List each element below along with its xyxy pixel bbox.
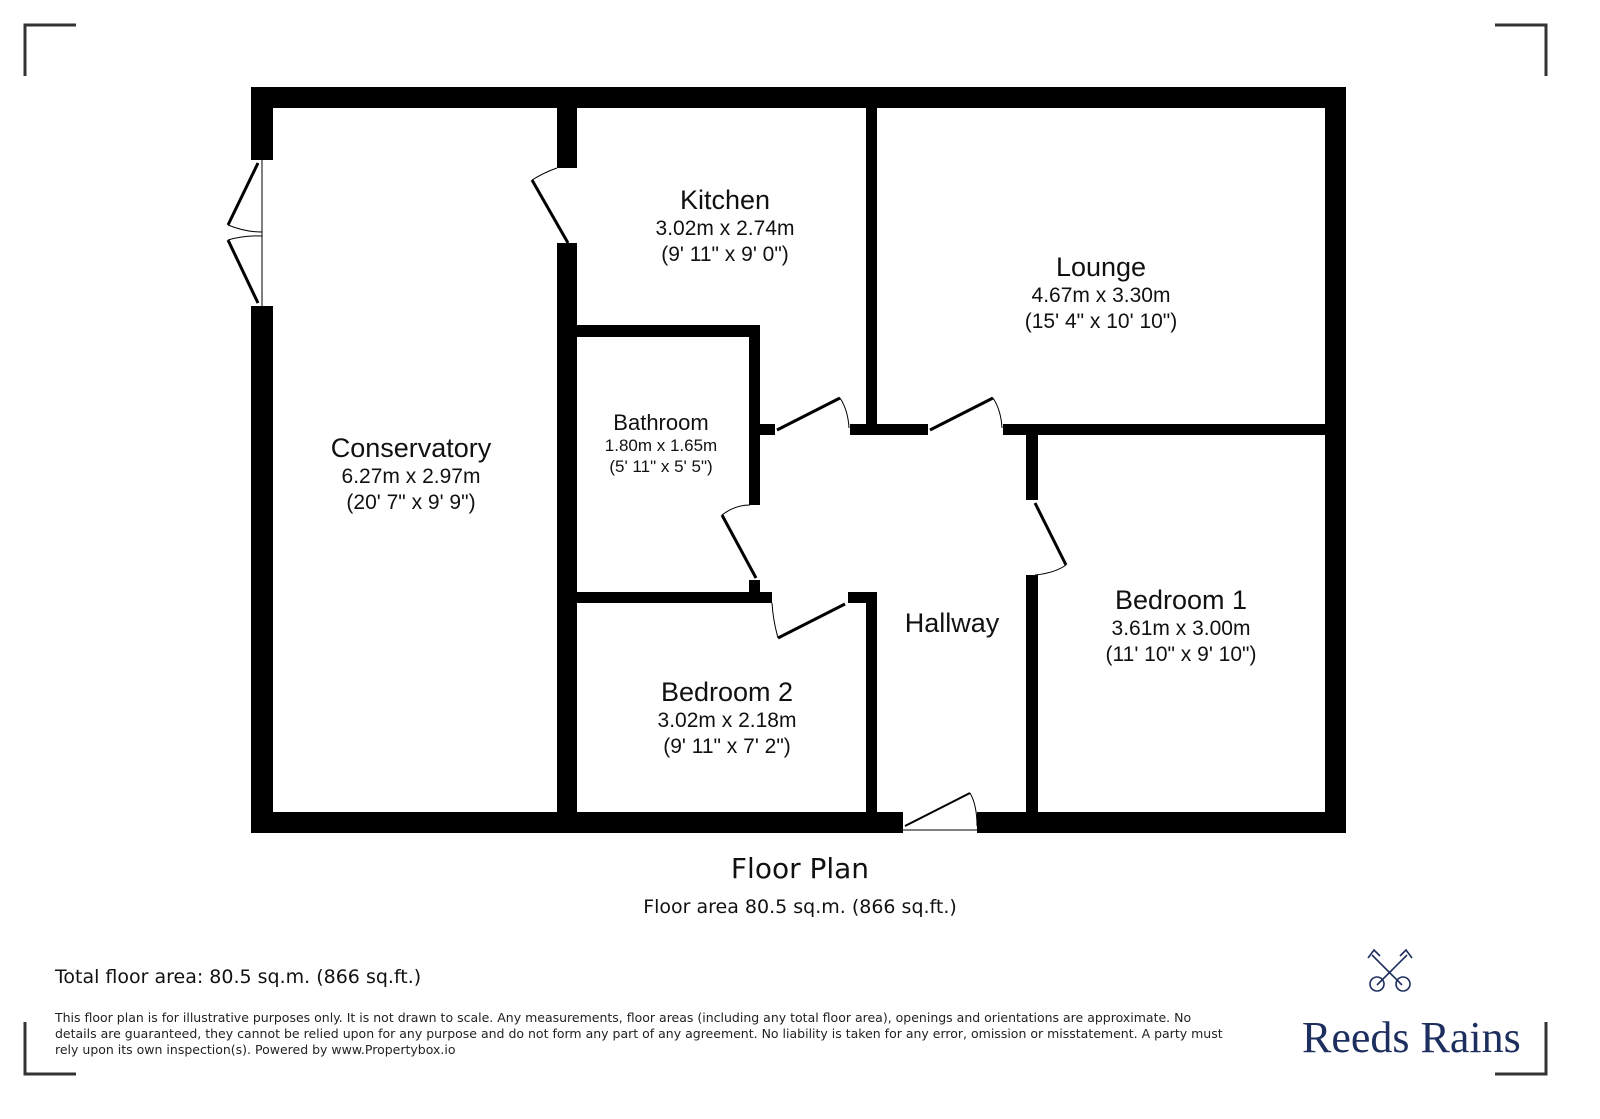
room-kitchen: Kitchen 3.02m x 2.74m (9' 11" x 9' 0") [656, 184, 795, 267]
room-metric: 6.27m x 2.97m [341, 465, 481, 489]
room-bedroom-2: Bedroom 2 3.02m x 2.18m (9' 11" x 7' 2") [658, 676, 797, 759]
room-imperial: (15' 4" x 10' 10") [1024, 309, 1178, 333]
room-name: Bathroom [613, 410, 709, 435]
corner-marks [23, 23, 1548, 1076]
doors [226, 160, 1068, 831]
brand-keys-logo [1367, 948, 1413, 992]
room-metric: 4.67m x 3.30m [1031, 284, 1171, 308]
room-hallway: Hallway [905, 607, 1000, 639]
total-floor-area: Total floor area: 80.5 sq.m. (866 sq.ft.… [55, 966, 422, 988]
room-conservatory: Conservatory 6.27m x 2.97m (20' 7" x 9' … [331, 432, 492, 515]
room-lounge: Lounge 4.67m x 3.30m (15' 4" x 10' 10") [1025, 251, 1178, 334]
room-bedroom-1: Bedroom 1 3.61m x 3.00m (11' 10" x 9' 10… [1106, 584, 1257, 667]
plan-title: Floor Plan [730, 852, 870, 885]
room-metric: 3.61m x 3.00m [1111, 617, 1251, 641]
room-imperial: (11' 10" x 9' 10") [1105, 642, 1257, 666]
room-name: Lounge [1055, 252, 1147, 282]
room-name: Bedroom 1 [1114, 585, 1248, 615]
room-imperial: (20' 7" x 9' 9") [346, 490, 476, 514]
room-imperial: (9' 11" x 9' 0") [661, 242, 789, 266]
room-name: Conservatory [330, 433, 492, 463]
room-imperial: (5' 11" x 5' 5") [609, 456, 713, 476]
brand-logo-text: Reeds Rains [1302, 1013, 1521, 1062]
room-name: Hallway [904, 608, 1000, 638]
room-name: Kitchen [679, 185, 771, 215]
disclaimer: This floor plan is for illustrative purp… [55, 1010, 1223, 1057]
walls [251, 87, 1346, 833]
room-metric: 3.02m x 2.74m [655, 217, 795, 241]
room-bathroom: Bathroom 1.80m x 1.65m (5' 11" x 5' 5") [605, 410, 717, 477]
room-metric: 3.02m x 2.18m [657, 709, 797, 733]
room-name: Bedroom 2 [660, 677, 794, 707]
room-metric: 1.80m x 1.65m [604, 436, 718, 456]
room-imperial: (9' 11" x 7' 2") [663, 734, 791, 758]
floor-area: Floor area 80.5 sq.m. (866 sq.ft.) [643, 896, 957, 918]
